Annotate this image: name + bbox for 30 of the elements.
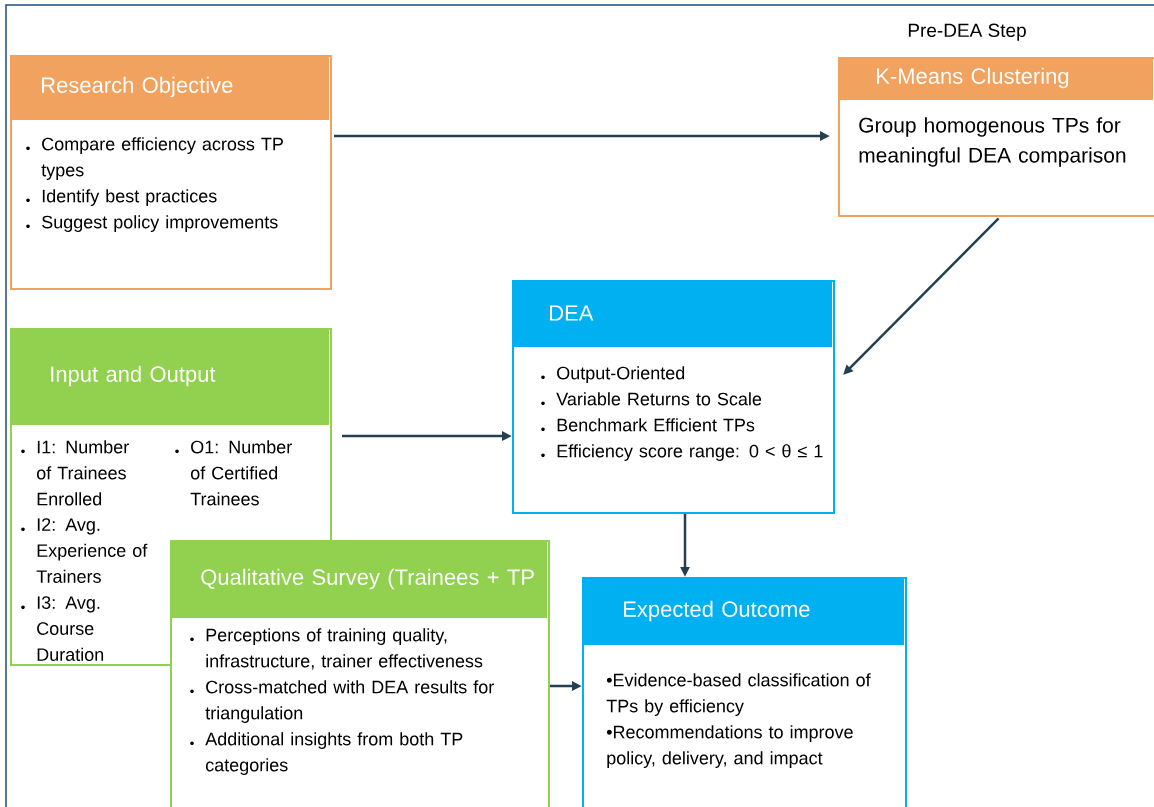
card-heading: Expected Outcome <box>624 600 810 622</box>
body-text: •Recommendations to improve policy, delivery, and impact <box>606 725 853 768</box>
card <box>838 23 1154 217</box>
body-text: Group homogenous TPs for meaningful DEA comparison <box>859 117 1126 167</box>
bullet-item: Suggest policy improvements <box>42 215 278 232</box>
bullet-item: Compare efficiency across TP types <box>41 137 283 180</box>
body-text: •Evidence-based classification of TPs by efficiency <box>606 673 871 716</box>
card <box>582 577 907 807</box>
bullet-item: I3: Avg. Course Duration <box>37 596 104 661</box>
bullet-item: Additional insights from both TP categories <box>205 732 463 775</box>
card-heading: K-Means Clustering <box>877 67 1069 89</box>
bullet-item: Output-Oriented <box>557 366 685 383</box>
bullet-item: Cross-matched with DEA results for triangulation <box>205 680 494 723</box>
arrow <box>843 217 1000 375</box>
bullet-item: Identify best practices <box>42 189 217 206</box>
card-heading: Qualitative Survey (Trainees + TP <box>201 568 534 590</box>
bullet-item: Benchmark Efficient TPs <box>557 418 755 432</box>
card-heading: Input and Output <box>51 365 216 387</box>
bullet-item: Efficiency score range: 0 < θ ≤ 1 <box>557 444 823 461</box>
card <box>10 55 332 290</box>
card <box>170 540 550 807</box>
bullet-item: Perceptions of training quality, infrastructure, trainer effectiveness <box>206 628 483 670</box>
bullet-item: I1: Number of Trainees Enrolled <box>36 440 129 506</box>
step-label: Pre-DEA Step <box>908 23 1026 41</box>
card-heading: DEA <box>550 305 594 321</box>
card <box>512 280 835 514</box>
bullet-item: O1: Number of Certified Trainees <box>190 440 292 506</box>
bullet-item: I2: Avg. Experience of Trainers <box>36 518 148 583</box>
card-heading: Research Objective <box>42 76 233 98</box>
bullet-item: Variable Returns to Scale <box>556 392 762 406</box>
